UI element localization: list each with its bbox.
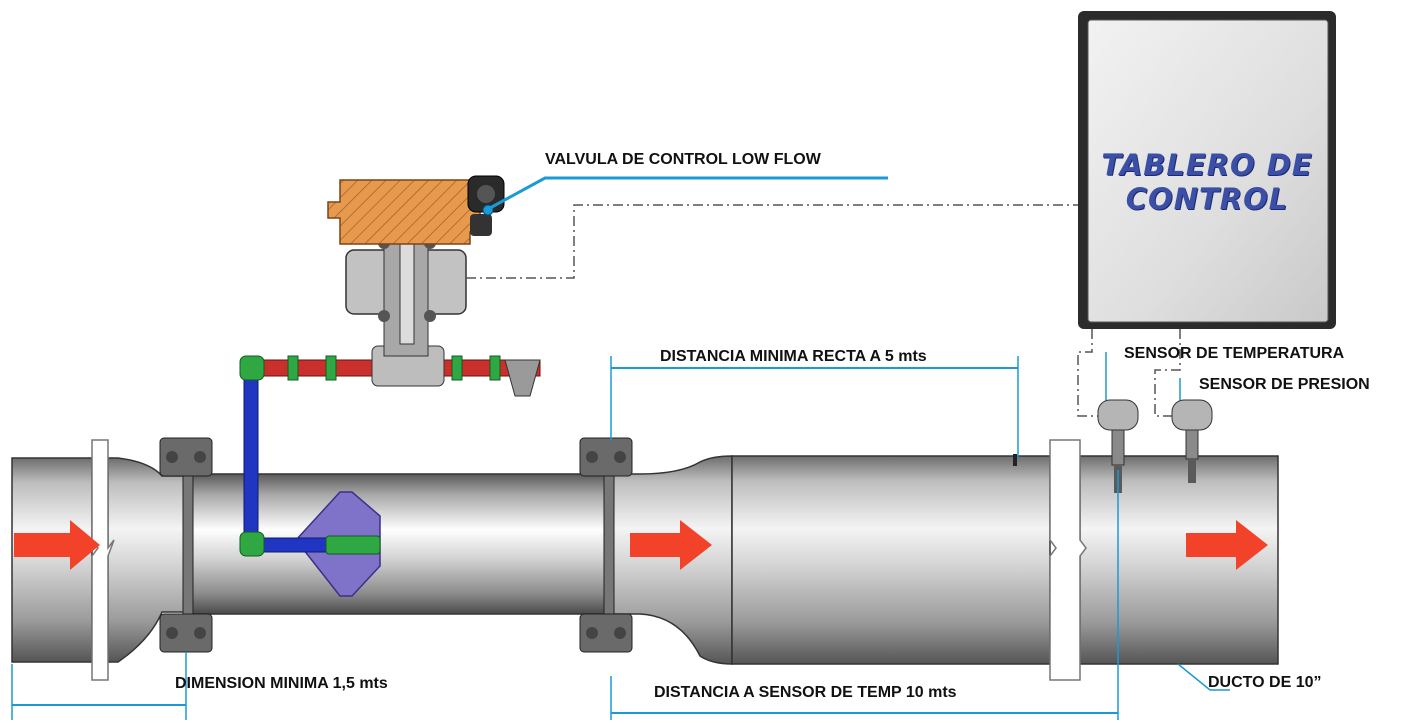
pressure-sensor-label: SENSOR DE PRESION bbox=[1199, 376, 1370, 393]
flow-arrow-icon bbox=[1186, 520, 1268, 570]
temp-distance-label: DISTANCIA A SENSOR DE TEMP 10 mts bbox=[654, 684, 957, 701]
inlet-reducer bbox=[107, 457, 189, 663]
panel-face bbox=[1087, 19, 1329, 323]
duct-callout-line bbox=[1177, 663, 1230, 691]
valve-actuator bbox=[327, 179, 481, 245]
straight-distance-label: DISTANCIA MINIMA RECTA A 5 mts bbox=[660, 348, 927, 365]
control-panel bbox=[1078, 11, 1336, 329]
signal-cables bbox=[466, 204, 1181, 417]
valve-label: VALVULA DE CONTROL LOW FLOW bbox=[545, 151, 821, 168]
main-duct bbox=[11, 437, 1279, 681]
flow-arrows bbox=[14, 520, 1268, 570]
flange-left bbox=[159, 437, 213, 653]
duct-label: DUCTO DE 10” bbox=[1208, 674, 1322, 691]
control-valve bbox=[327, 175, 505, 357]
min-dimension-label: DIMENSION MINIMA 1,5 mts bbox=[175, 675, 388, 692]
pressure-sensor bbox=[1171, 399, 1213, 483]
bypass-line bbox=[239, 345, 541, 557]
straight-run-pipe bbox=[731, 455, 1051, 665]
flow-arrow-icon bbox=[14, 520, 100, 570]
temp-sensor-label: SENSOR DE TEMPERATURA bbox=[1124, 345, 1345, 362]
dimension-lines bbox=[11, 176, 1230, 720]
valve-callout-line bbox=[489, 176, 888, 210]
panel-title-line-1: TABLERO DE bbox=[1101, 148, 1313, 182]
flange-right bbox=[579, 437, 633, 653]
panel-title: TABLERO DE CONTROL bbox=[1092, 148, 1322, 216]
flow-arrow-icon bbox=[630, 520, 712, 570]
panel-title-line-2: CONTROL bbox=[1125, 182, 1289, 216]
